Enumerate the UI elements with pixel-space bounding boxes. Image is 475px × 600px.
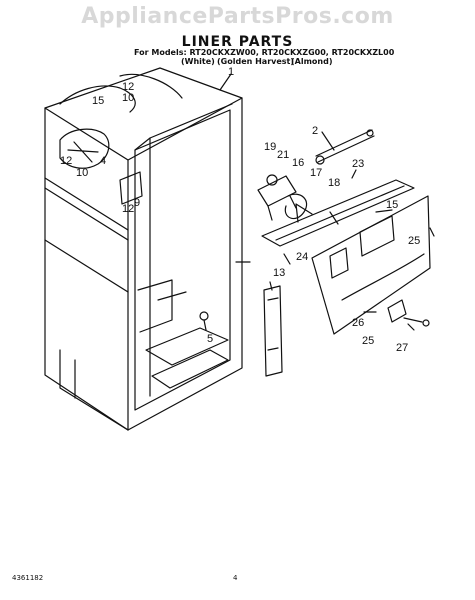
- callouts: 1 2 4 5 9 10 10 12 12 12 13 15 15 16 17 …: [60, 66, 420, 354]
- callout-5: 5: [207, 333, 213, 345]
- watermark: AppliancePartsPros.com: [81, 4, 394, 29]
- part-23-duct: [261, 179, 415, 247]
- callout-19: 19: [264, 141, 276, 153]
- callout-12-top: 12: [122, 81, 134, 93]
- callout-17: 17: [310, 167, 322, 179]
- part-2-rod: [315, 129, 375, 165]
- callout-12-mid: 12: [122, 203, 134, 215]
- fan-motor-group: [257, 174, 313, 223]
- callout-27: 27: [396, 342, 408, 354]
- callout-25-right: 25: [408, 235, 420, 247]
- color-golden-harvest: (Golden Harvest): [217, 57, 295, 66]
- screws: [329, 209, 435, 237]
- callout-23: 23: [352, 158, 364, 170]
- part-5-grommet: [199, 311, 209, 331]
- callout-16: 16: [292, 157, 304, 169]
- callout-21: 21: [277, 149, 289, 161]
- part-26-27: [387, 299, 430, 327]
- callout-10-left: 10: [76, 167, 88, 179]
- callout-24: 24: [296, 251, 308, 263]
- page-number: 4: [233, 574, 238, 582]
- callout-13: 13: [273, 267, 285, 279]
- callout-12-left: 12: [60, 155, 72, 167]
- part-24-rear-panel: [311, 195, 431, 335]
- doc-number: 4361182: [12, 574, 44, 582]
- part-13-bracket: [263, 285, 283, 377]
- callout-18: 18: [328, 177, 340, 189]
- callout-10-top: 10: [122, 92, 134, 104]
- callout-25-bottom: 25: [362, 335, 374, 347]
- color-almond: (Almond): [291, 57, 333, 66]
- callout-2: 2: [312, 125, 318, 137]
- color-white: (White): [181, 57, 215, 66]
- callout-4: 4: [100, 155, 106, 167]
- liner-body: [44, 67, 243, 431]
- callout-15-right: 15: [386, 199, 398, 211]
- callout-26: 26: [352, 317, 364, 329]
- models-line: For Models: RT20CKXZW00, RT20CKXZG00, RT…: [134, 48, 395, 57]
- callout-1: 1: [228, 66, 234, 78]
- callout-9: 9: [134, 197, 140, 209]
- page-title: LINER PARTS: [181, 34, 294, 50]
- callout-15-top: 15: [92, 95, 104, 107]
